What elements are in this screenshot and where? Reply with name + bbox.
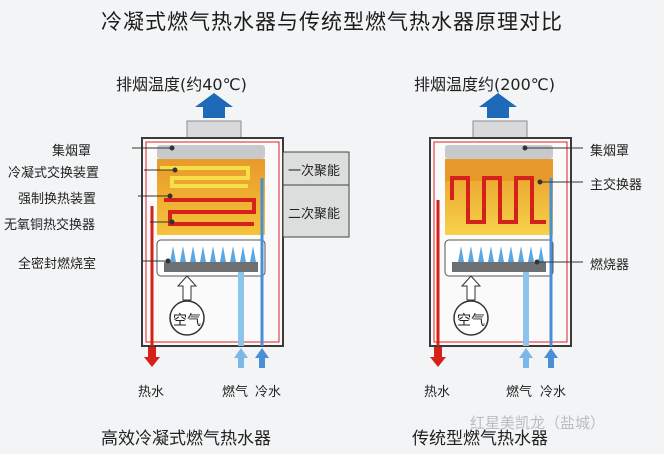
left-cold-arrow [255,348,269,368]
left-flue [186,120,242,140]
right-main-coil [450,176,546,224]
right-smoke-hood [445,145,553,159]
left-cold-water-label: 冷水 [255,385,282,400]
left-gas-label: 燃气 [222,385,249,400]
left-hot-water-label: 热水 [138,385,165,400]
right-label-smoke-hood: 集烟罩 [590,144,630,159]
left-label-copper-exchanger: 无氧铜热交换器 [4,218,96,233]
left-exhaust-arrow [195,93,233,118]
right-gas-label: 燃气 [506,385,533,400]
right-label-main-exchanger: 主交换器 [590,178,643,193]
right-air-circle [453,300,489,336]
right-heater [429,93,583,368]
left-label-condensing: 冷凝式交换装置 [8,166,100,181]
left-burner [164,262,258,272]
left-heater [132,93,350,368]
stage-box-1 [282,151,350,186]
left-caption: 高效冷凝式燃气热水器 [101,429,271,449]
stage-box-2 [282,184,350,238]
left-condensing-coil [160,166,250,188]
right-cold-water-label: 冷水 [540,385,567,400]
right-burner [452,262,546,272]
left-label-forced-exchange: 强制换热装置 [18,192,97,207]
right-exhaust-temp: 排烟温度约(200℃) [414,75,555,94]
stage-label-1: 一次聚能 [288,164,341,179]
right-caption: 传统型燃气热水器 [412,429,548,449]
left-smoke-hood [157,145,265,159]
left-label-sealed-chamber: 全密封燃烧室 [18,257,97,272]
right-exhaust-arrow [479,93,517,118]
diagram-title: 冷凝式燃气热水器与传统型燃气热水器原理对比 [101,10,563,34]
left-label-smoke-hood: 集烟罩 [52,144,92,159]
right-gas-arrow [519,348,533,368]
left-air-circle [169,300,205,336]
watermark: 红星美凯龙（盐城） [470,414,606,432]
right-flames [458,246,544,262]
left-gas-arrow [234,348,248,368]
left-flames [170,246,256,262]
stage-label-2: 二次聚能 [288,207,341,222]
right-hot-arrow [430,347,446,367]
right-hot-water-label: 热水 [424,385,451,400]
right-air-label: 空气 [457,313,485,329]
right-cold-arrow [544,348,558,368]
right-label-burner: 燃烧器 [590,258,630,273]
left-main-coil [164,198,256,226]
left-air-label: 空气 [173,313,201,329]
right-flue [472,120,528,140]
left-hot-arrow [144,347,160,367]
left-exhaust-temp: 排烟温度(约40℃) [116,75,247,94]
